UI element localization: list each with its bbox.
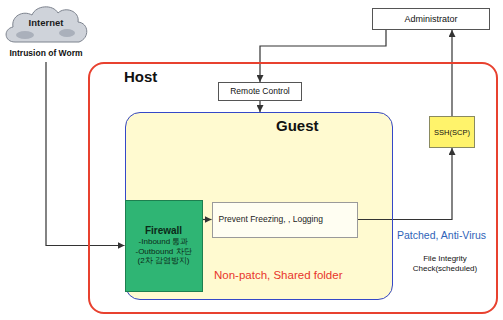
- note-text: Patched, Anti-Virus: [397, 229, 497, 242]
- label-slot: Patched, Anti-Virus: [397, 229, 497, 242]
- note-text: File Integrity Check(scheduled): [398, 254, 492, 273]
- node-title: SSH(SCP): [434, 128, 470, 137]
- firewall-box: Firewall-Inbound 통과-Outbound 차단(2차 감염방지): [125, 200, 203, 292]
- node-title: Host: [124, 68, 157, 86]
- node-text: -Inbound 통과: [139, 237, 189, 247]
- prevent-box: Prevent Freezing, , Logging: [212, 202, 358, 238]
- node-text: (2차 감염방지): [138, 256, 190, 266]
- cloud-shade: [59, 29, 75, 37]
- connector-arrow: [451, 30, 452, 116]
- node-text: -Outbound 차단: [135, 247, 191, 257]
- connector-arrow: [259, 101, 260, 112]
- node-title: Guest: [276, 117, 319, 135]
- node-text: Intrusion of Worm: [1, 48, 91, 58]
- connector-arrow: [203, 219, 212, 220]
- node-title: Administrator: [404, 14, 457, 25]
- connector-arrow: [46, 62, 125, 246]
- node-title: Internet: [1, 17, 91, 28]
- cloud-shade: [16, 31, 34, 39]
- connector-arrow: [358, 148, 453, 220]
- node-title: Firewall: [145, 225, 182, 237]
- node-title: Remote Control: [230, 86, 290, 96]
- node-text: Non-patch, Shared folder: [214, 269, 343, 283]
- internet-cloud: InternetIntrusion of Worm: [1, 2, 91, 62]
- node-title: Prevent Freezing, , Logging: [219, 214, 323, 224]
- admin-box: Administrator: [372, 8, 490, 30]
- connector-arrow: [260, 30, 386, 82]
- label-slot: File Integrity Check(scheduled): [398, 254, 492, 273]
- ssh-box: SSH(SCP): [429, 116, 475, 148]
- host-region: HostRemote ControlSSH(SCP) GuestNon-patch…: [88, 62, 498, 314]
- guest-fill: [125, 112, 393, 300]
- remote-control-box: Remote Control: [218, 82, 302, 101]
- guest-region: GuestNon-patch, Shared folder Firewall-In…: [125, 112, 393, 300]
